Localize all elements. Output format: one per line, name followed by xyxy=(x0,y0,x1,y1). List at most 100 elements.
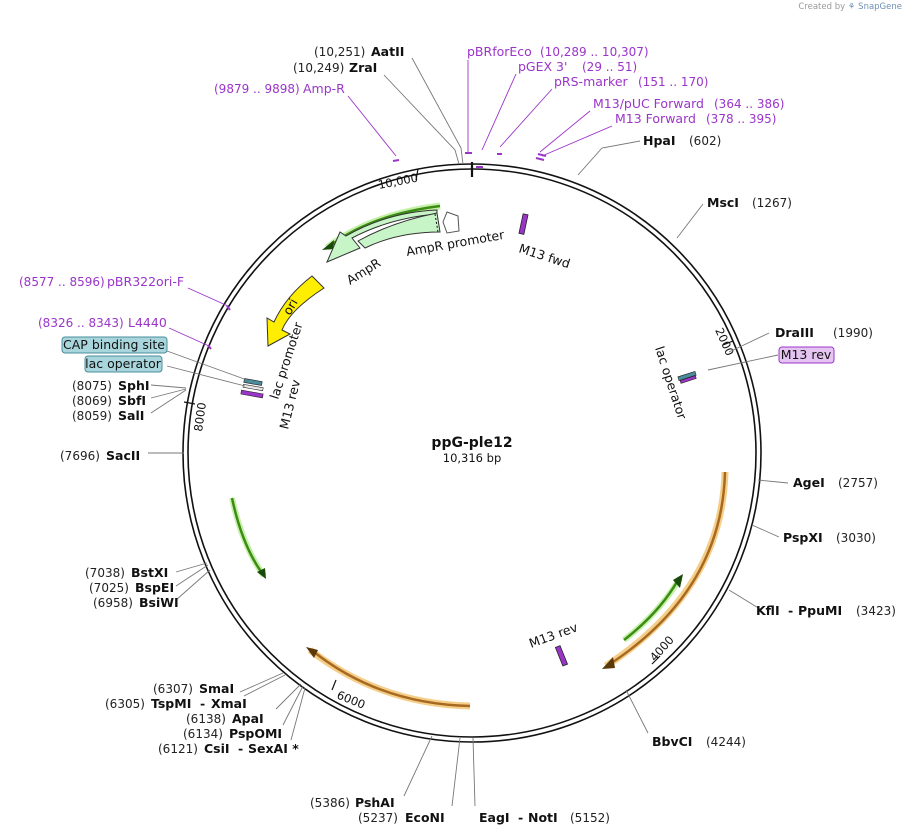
enzyme-pspxi[interactable]: PspXI xyxy=(783,530,823,545)
primer-range-l4440: (8326 .. 8343) xyxy=(38,316,124,330)
enzyme-econi[interactable]: EcoNI xyxy=(405,810,445,825)
enzyme-pos-eagi: (5152) xyxy=(570,811,610,825)
enzyme-pos-tspmi: (6305) xyxy=(105,697,145,711)
boxed-lac-operator[interactable]: lac operator xyxy=(84,355,163,373)
enzyme-pos-pspomi: (6134) xyxy=(183,727,223,741)
enzyme-ppumi[interactable]: PpuMI xyxy=(798,603,842,618)
m13-rev-left-feature xyxy=(240,389,264,399)
ampr-body xyxy=(357,212,441,249)
enzyme-kfli[interactable]: KflI xyxy=(756,603,780,618)
lac-operator-left-feature xyxy=(243,378,263,386)
enzyme-apai[interactable]: ApaI xyxy=(232,711,264,726)
enzyme-pos-bspei: (7025) xyxy=(89,581,129,595)
enzyme-sexai[interactable]: SexAI * xyxy=(248,741,299,756)
snapgene-logo-icon: ⚘ xyxy=(847,2,856,12)
enzyme-pos-pspxi: (3030) xyxy=(836,531,876,545)
enzyme-pos-sbfi: (8069) xyxy=(72,394,112,408)
orf-arc-left xyxy=(230,497,264,574)
boxed-cap-binding-site[interactable]: CAP binding site xyxy=(61,336,168,354)
primer-amp-r[interactable]: Amp-R xyxy=(303,81,345,96)
enzyme-pos-econi: (5237) xyxy=(358,811,398,825)
svg-text:-: - xyxy=(788,603,793,618)
enzyme-pos-bsiwi: (6958) xyxy=(93,596,133,610)
enzyme-draiii[interactable]: DraIII xyxy=(775,325,814,340)
svg-text:-: - xyxy=(200,696,205,711)
enzyme-pos-smai: (6307) xyxy=(153,682,193,696)
enzyme-tspmi[interactable]: TspMI xyxy=(151,696,191,711)
enzyme-pos-draiii: (1990) xyxy=(833,326,873,340)
m13-rev-right-feature xyxy=(679,375,697,384)
primer-prs-marker[interactable]: pRS-marker xyxy=(554,74,629,89)
boxed-m13-rev[interactable]: M13 rev xyxy=(778,346,835,364)
plasmid-name: ppG-ple12 xyxy=(431,435,512,451)
enzyme-agei[interactable]: AgeI xyxy=(793,475,825,490)
enzyme-eagi[interactable]: EagI xyxy=(479,810,510,825)
primer-m13-forward[interactable]: M13 Forward xyxy=(615,111,696,126)
enzyme-smai[interactable]: SmaI xyxy=(199,681,234,696)
orf-arc-inner xyxy=(623,579,680,641)
enzyme-xmai[interactable]: XmaI xyxy=(211,696,247,711)
enzyme-bbvci[interactable]: BbvCI xyxy=(652,734,692,749)
enzyme-bspei[interactable]: BspEI xyxy=(135,580,174,595)
enzyme-pspomi[interactable]: PspOMI xyxy=(229,726,282,741)
primer-range-pbrforeco: (10,289 .. 10,307) xyxy=(540,45,649,59)
primer-m13-puc-forward[interactable]: M13/pUC Forward xyxy=(593,96,704,111)
enzyme-pos-sphi: (8075) xyxy=(72,379,112,393)
enzyme-bsiwi[interactable]: BsiWI xyxy=(139,595,179,610)
enzyme-aatii[interactable]: AatII xyxy=(371,44,404,59)
orf-arc-inner-arrowhead xyxy=(673,574,683,588)
ori-feature xyxy=(266,275,325,347)
m13-rev-bottom-label: M13 rev xyxy=(527,619,580,651)
enzyme-sacii[interactable]: SacII xyxy=(106,448,140,463)
orf-arc-left-highlight xyxy=(229,497,267,578)
svg-text:-: - xyxy=(518,810,523,825)
primer-range-m13-forward: (378 .. 395) xyxy=(706,112,776,126)
ampr-label: AmpR xyxy=(344,255,384,288)
orf-arc-bottom xyxy=(313,651,471,708)
orf-arc-top-arrowhead xyxy=(322,240,334,250)
m13-rev-box-label: M13 rev xyxy=(781,347,832,362)
enzyme-pos-bbvci: (4244) xyxy=(706,735,746,749)
m13-rev-bottom-feature xyxy=(554,645,569,667)
primer-range-pgex3: (29 .. 51) xyxy=(582,60,637,74)
enzyme-pos-sacii: (7696) xyxy=(60,449,100,463)
lac-operator-right-label: lac operator xyxy=(652,344,690,421)
tick-label-10000: 10,000 xyxy=(377,171,419,192)
cap-site-box-label: CAP binding site xyxy=(63,337,165,352)
enzyme-sphi[interactable]: SphI xyxy=(118,378,150,393)
enzyme-hpai[interactable]: HpaI xyxy=(643,133,676,148)
enzyme-sbfi[interactable]: SbfI xyxy=(118,393,146,408)
orf-arc-bottom-highlight xyxy=(307,647,471,710)
primer-range-pbr322ori-f: (8577 .. 8596) xyxy=(19,275,105,289)
enzyme-pos-aatii: (10,251) xyxy=(314,45,365,59)
enzyme-bstxi[interactable]: BstXI xyxy=(131,565,168,580)
primer-pbr322ori-f[interactable]: pBR322ori-F xyxy=(107,274,184,289)
enzyme-pos-kfli: (3423) xyxy=(856,604,896,618)
primer-leader-lines xyxy=(168,60,613,347)
credit-badge[interactable]: Created by ⚘ SnapGene xyxy=(798,2,902,12)
enzyme-pshai[interactable]: PshAI xyxy=(355,795,395,810)
primer-range-prs-marker: (151 .. 170) xyxy=(638,75,708,89)
enzyme-pos-apai: (6138) xyxy=(186,712,226,726)
credit-brand: SnapGene xyxy=(858,2,902,12)
ori-label: ori xyxy=(280,296,301,318)
ampr-feature xyxy=(326,209,438,263)
orf-arc-bottom-arrowhead xyxy=(306,647,318,658)
enzyme-pos-zrai: (10,249) xyxy=(293,61,344,75)
enzyme-noti[interactable]: NotI xyxy=(528,810,558,825)
enzyme-sali[interactable]: SalI xyxy=(118,408,144,423)
m13-fwd-label: M13 fwd xyxy=(517,241,572,272)
primer-pgex3[interactable]: pGEX 3' xyxy=(518,59,567,74)
enzyme-zrai[interactable]: ZraI xyxy=(349,60,377,75)
enzyme-pos-hpai: (602) xyxy=(689,134,721,148)
plasmid-size: 10,316 bp xyxy=(443,451,502,465)
primer-pbrforeco[interactable]: pBRforEco xyxy=(467,44,532,59)
enzyme-pos-bstxi: (7038) xyxy=(85,566,125,580)
enzyme-msci[interactable]: MscI xyxy=(707,195,739,210)
primer-range-amp-r: (9879 .. 9898) xyxy=(214,82,300,96)
enzyme-csii[interactable]: CsiI xyxy=(204,741,230,756)
enzyme-pos-agei: (2757) xyxy=(838,476,878,490)
credit-prefix: Created by xyxy=(798,2,846,12)
primer-l4440[interactable]: L4440 xyxy=(128,315,167,330)
